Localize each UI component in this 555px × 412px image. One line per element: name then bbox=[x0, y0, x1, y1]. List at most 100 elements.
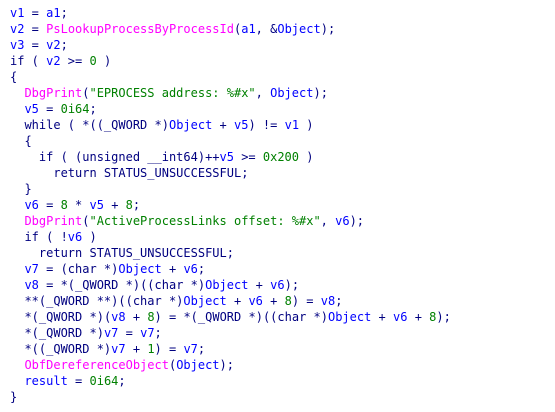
code-token-var: v7 bbox=[103, 326, 119, 340]
code-token-func: ObfDereferenceObject bbox=[24, 358, 169, 372]
code-token-default: + bbox=[103, 198, 126, 212]
code-token-num: 1 bbox=[147, 342, 155, 356]
code-token-default: >= bbox=[233, 150, 263, 164]
code-token-default: >= bbox=[60, 54, 90, 68]
code-token-default: + bbox=[212, 118, 235, 132]
code-token-default: ; bbox=[132, 198, 141, 212]
code-token-type: _QWORD bbox=[38, 326, 83, 340]
code-token-default: = bbox=[24, 22, 47, 36]
code-token-var: v5 bbox=[89, 198, 104, 212]
code-token-default: *)((char *) bbox=[241, 310, 328, 324]
code-line[interactable]: v2 = PsLookupProcessByProcessId(a1, &Obj… bbox=[10, 21, 555, 37]
code-line[interactable]: DbgPrint("EPROCESS address: %#x", Object… bbox=[10, 85, 555, 101]
code-line[interactable]: v1 = a1; bbox=[10, 5, 555, 21]
code-token-func: PsLookupProcessByProcessId bbox=[46, 22, 234, 36]
code-line[interactable]: ObfDereferenceObject(Object); bbox=[10, 357, 555, 373]
code-token-default: ); bbox=[349, 214, 365, 228]
code-token-default: return STATUS_UNSUCCESSFUL; bbox=[10, 246, 234, 260]
code-token-var: v6 bbox=[24, 198, 39, 212]
code-token-type: _QWORD bbox=[75, 278, 119, 292]
code-token-default: ) = *( bbox=[154, 310, 198, 324]
code-token-num: 0 bbox=[89, 54, 97, 68]
code-token-default: **( bbox=[10, 294, 47, 308]
code-token-default: = bbox=[38, 102, 61, 116]
code-token-var: Object bbox=[183, 294, 227, 308]
code-line[interactable]: } bbox=[10, 181, 555, 197]
code-token-var: Object bbox=[277, 22, 321, 36]
code-token-default: ) bbox=[299, 118, 314, 132]
code-token-type: _QWORD bbox=[103, 118, 148, 132]
code-token-default: } bbox=[10, 390, 18, 404]
code-line[interactable]: if ( (unsigned __int64)++v5 >= 0x200 ) bbox=[10, 149, 555, 165]
code-token-default: ) bbox=[82, 230, 97, 244]
code-token-var: Object bbox=[205, 278, 249, 292]
code-token-default: ( bbox=[233, 22, 242, 36]
code-token-default: ; bbox=[118, 374, 126, 388]
code-token-default: ( bbox=[168, 358, 177, 372]
code-token-default: * bbox=[67, 198, 90, 212]
code-token-var: v5 bbox=[24, 102, 39, 116]
code-token-var: v6 bbox=[183, 262, 198, 276]
code-token-type: _QWORD bbox=[46, 342, 90, 356]
code-line[interactable]: { bbox=[10, 133, 555, 149]
code-token-num: 8 bbox=[125, 198, 133, 212]
code-token-var: v2 bbox=[46, 38, 61, 52]
code-token-type: _QWORD bbox=[46, 294, 90, 308]
code-token-default: return STATUS_UNSUCCESSFUL; bbox=[10, 166, 249, 180]
code-line[interactable]: if ( !v6 ) bbox=[10, 229, 555, 245]
code-line[interactable]: v8 = *(_QWORD *)((char *)Object + v6); bbox=[10, 277, 555, 293]
code-line[interactable]: v3 = v2; bbox=[10, 37, 555, 53]
code-token-var: v5 bbox=[219, 150, 234, 164]
code-line[interactable]: v7 = (char *)Object + v6; bbox=[10, 261, 555, 277]
code-token-func: DbgPrint bbox=[24, 214, 83, 228]
code-line[interactable]: } bbox=[10, 389, 555, 405]
code-token-var: result bbox=[24, 374, 68, 388]
code-token-default: ); bbox=[284, 278, 300, 292]
code-token-var: v6 bbox=[270, 278, 285, 292]
code-token-default: , & bbox=[255, 22, 278, 36]
code-token-default: { bbox=[10, 134, 32, 148]
code-line[interactable]: v5 = 0i64; bbox=[10, 101, 555, 117]
code-token-default: if ( ! bbox=[10, 230, 68, 244]
code-token-var: v8 bbox=[24, 278, 39, 292]
code-token-default: ); bbox=[320, 22, 336, 36]
code-token-str: "ActiveProcessLinks offset: %#x" bbox=[89, 214, 321, 228]
code-token-default: ) bbox=[96, 54, 112, 68]
code-token-var: v6 bbox=[248, 294, 263, 308]
code-line[interactable]: { bbox=[10, 69, 555, 85]
code-line[interactable]: v6 = 8 * v5 + 8; bbox=[10, 197, 555, 213]
code-token-var: v3 bbox=[10, 38, 25, 52]
code-token-default: ( bbox=[82, 214, 90, 228]
code-token-default: ) = bbox=[291, 294, 321, 308]
code-line[interactable]: DbgPrint("ActiveProcessLinks offset: %#x… bbox=[10, 213, 555, 229]
code-line[interactable]: *((_QWORD *)v7 + 1) = v7; bbox=[10, 341, 555, 357]
code-line[interactable]: while ( *((_QWORD *)Object + v5) != v1 ) bbox=[10, 117, 555, 133]
code-token-default: = (char *) bbox=[38, 262, 119, 276]
code-token-var: v7 bbox=[183, 342, 198, 356]
code-line[interactable]: result = 0i64; bbox=[10, 373, 555, 389]
code-token-default: = *( bbox=[38, 278, 76, 292]
code-line[interactable]: *(_QWORD *)v7 = v7; bbox=[10, 325, 555, 341]
code-token-default: **)((char *) bbox=[89, 294, 184, 308]
code-token-default: ; bbox=[60, 6, 68, 20]
code-token-func: DbgPrint bbox=[24, 86, 83, 100]
code-token-var: v6 bbox=[393, 310, 408, 324]
code-token-default: ; bbox=[335, 294, 343, 308]
code-line[interactable]: if ( v2 >= 0 ) bbox=[10, 53, 555, 69]
code-token-default: = bbox=[38, 198, 61, 212]
code-token-default bbox=[10, 262, 24, 276]
code-token-default: ( bbox=[82, 86, 90, 100]
code-token-default: } bbox=[10, 182, 32, 196]
code-token-default: ) != bbox=[248, 118, 285, 132]
code-line[interactable]: return STATUS_UNSUCCESSFUL; bbox=[10, 245, 555, 261]
code-token-default: + bbox=[125, 310, 148, 324]
code-token-var: a1 bbox=[46, 6, 61, 20]
code-token-default: if ( bbox=[10, 54, 47, 68]
code-token-default: *)( bbox=[82, 310, 112, 324]
code-line[interactable]: **(_QWORD **)((char *)Object + v6 + 8) =… bbox=[10, 293, 555, 309]
code-token-default: + bbox=[125, 342, 148, 356]
code-token-default: + bbox=[371, 310, 394, 324]
code-line[interactable]: *(_QWORD *)(v8 + 8) = *(_QWORD *)((char … bbox=[10, 309, 555, 325]
code-line[interactable]: return STATUS_UNSUCCESSFUL; bbox=[10, 165, 555, 181]
